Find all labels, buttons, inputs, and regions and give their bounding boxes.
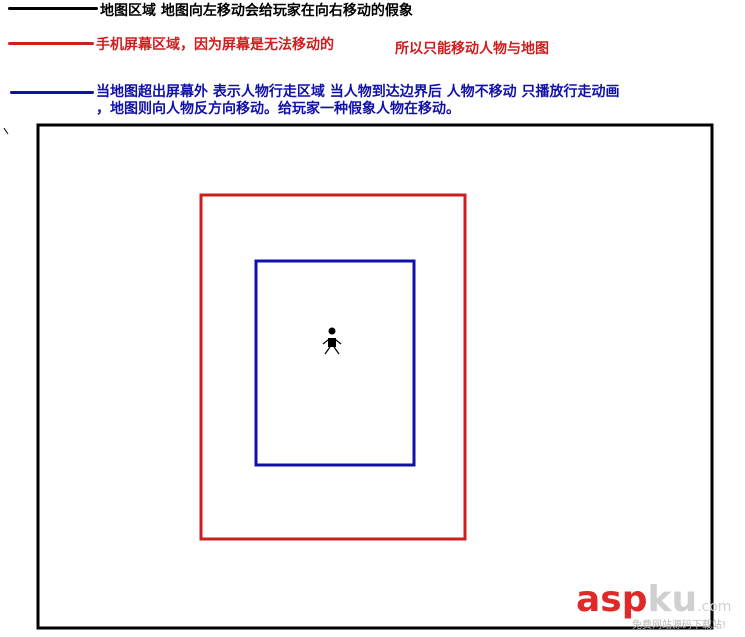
- screen-legend-line: [8, 42, 94, 45]
- aspku-watermark-logo: aspku.com: [576, 580, 731, 627]
- map-legend-line: [8, 7, 98, 10]
- watermark-tagline: 免费网站源码下载站!: [632, 620, 727, 631]
- stray-tick-mark: [3, 127, 9, 135]
- map-region-box: [36, 123, 714, 630]
- screen-legend-text-part1: 手机屏幕区域，因为屏幕是无法移动的: [96, 37, 334, 53]
- stick-figure-icon: [322, 327, 342, 355]
- map-legend-text: 地图区域 地图向左移动会给玩家在向右移动的假象: [100, 3, 413, 19]
- watermark-brand-suffix: .com: [697, 599, 732, 615]
- walk-area-legend-text-line2: ，地图则向人物反方向移动。给玩家一种假象人物在移动。: [96, 101, 460, 117]
- watermark-brand-part1: asp: [576, 579, 648, 620]
- walk-area-legend-text-line1: 当地图超出屏幕外 表示人物行走区域 当人物到达边界后 人物不移动 只播放行走动画: [96, 84, 620, 100]
- screen-region-box: [199, 193, 467, 541]
- walk-area-legend-line: [10, 91, 94, 94]
- watermark-brand-part2: ku: [647, 579, 698, 620]
- screen-legend-text-part2: 所以只能移动人物与地图: [395, 41, 549, 57]
- walk-area-box: [254, 259, 416, 467]
